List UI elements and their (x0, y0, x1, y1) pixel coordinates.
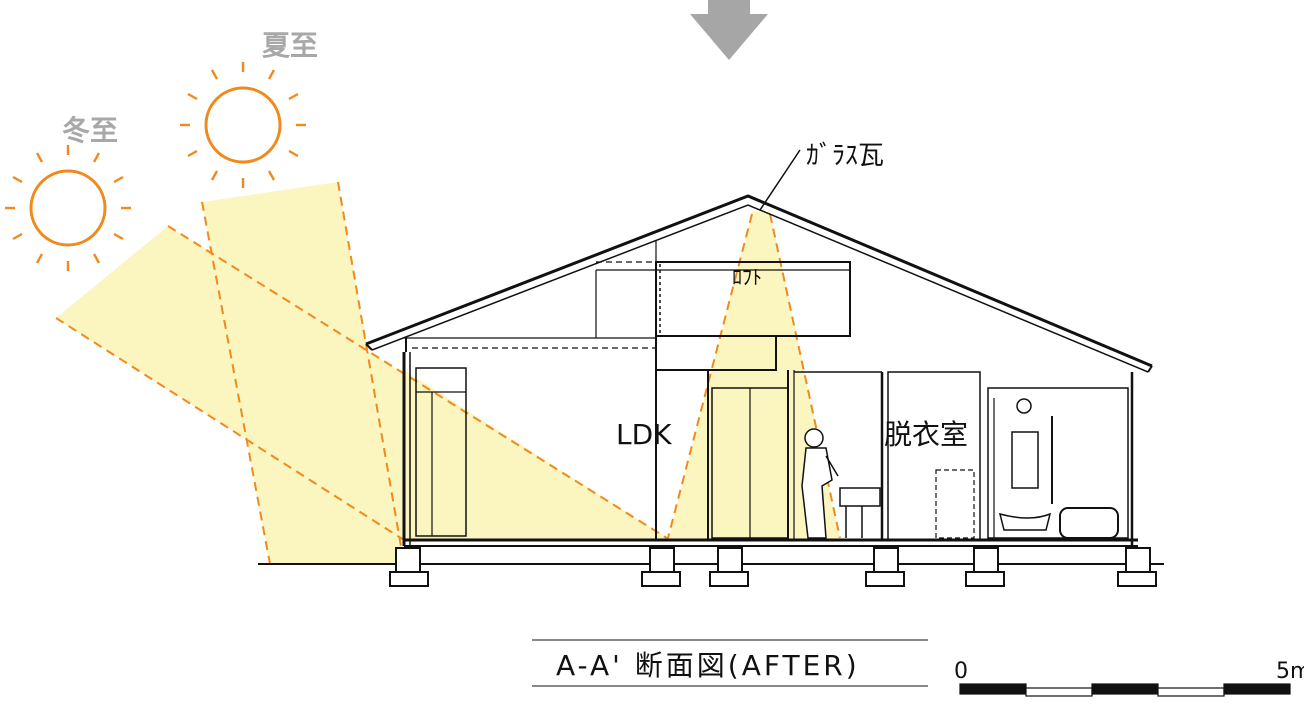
summer-sun-icon (180, 62, 306, 188)
foundations (389, 547, 1157, 587)
person-figure (801, 428, 839, 539)
glass-tile-label: ｶﾞﾗｽ瓦 (806, 141, 884, 171)
sunlight-beam-edges (55, 181, 671, 565)
scale-bar (959, 683, 1291, 697)
glass-tile-leader (759, 149, 801, 211)
skylight-beam-edges (667, 213, 841, 539)
drawing-title: A-A' 断面図(AFTER) (556, 649, 860, 682)
building-section (365, 194, 1153, 547)
ldk-label: LDK (616, 418, 672, 451)
down-arrow-icon (690, 0, 768, 60)
winter-solstice-label: 冬至 (62, 114, 118, 147)
loft-label: ﾛﾌﾄ (732, 265, 762, 289)
winter-sun-icon (5, 145, 131, 271)
skylight-beam (668, 212, 840, 540)
summer-solstice-label: 夏至 (262, 29, 318, 62)
scale-end-label: 5m (1276, 659, 1304, 684)
dressing-room-label: 脱衣室 (884, 418, 968, 451)
scale-start-label: 0 (954, 659, 968, 684)
